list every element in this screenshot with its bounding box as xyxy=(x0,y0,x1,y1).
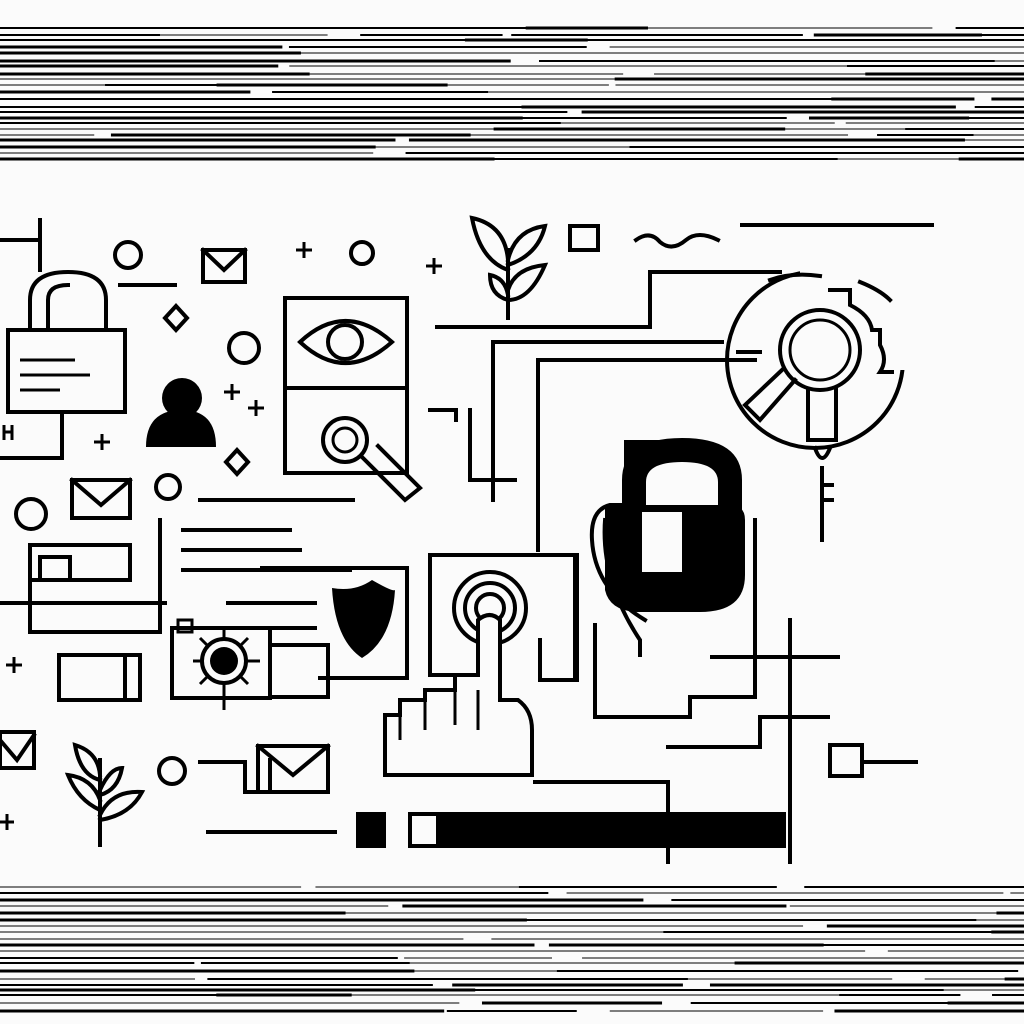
plus-icons xyxy=(0,242,442,830)
padlock-document-icon xyxy=(0,218,177,460)
envelope-icons xyxy=(0,247,331,794)
magnifier-gear-key-icon xyxy=(725,270,920,542)
gear-camera-icon xyxy=(170,618,330,710)
shield-panel xyxy=(260,566,409,680)
top-stripes xyxy=(0,26,1024,161)
pointing-hand-icon xyxy=(383,613,534,777)
large-padlock-icon xyxy=(589,437,745,657)
bottom-stripes xyxy=(0,886,1024,1013)
fingerprint-panel xyxy=(428,553,579,682)
diamond-icons xyxy=(162,303,251,477)
user-icon xyxy=(146,378,216,447)
eye-magnifier-panel xyxy=(283,296,423,503)
leaf-icons xyxy=(64,215,549,847)
decorative-lines xyxy=(0,223,934,864)
circle-icons xyxy=(14,240,375,786)
progress-bar xyxy=(356,812,786,848)
